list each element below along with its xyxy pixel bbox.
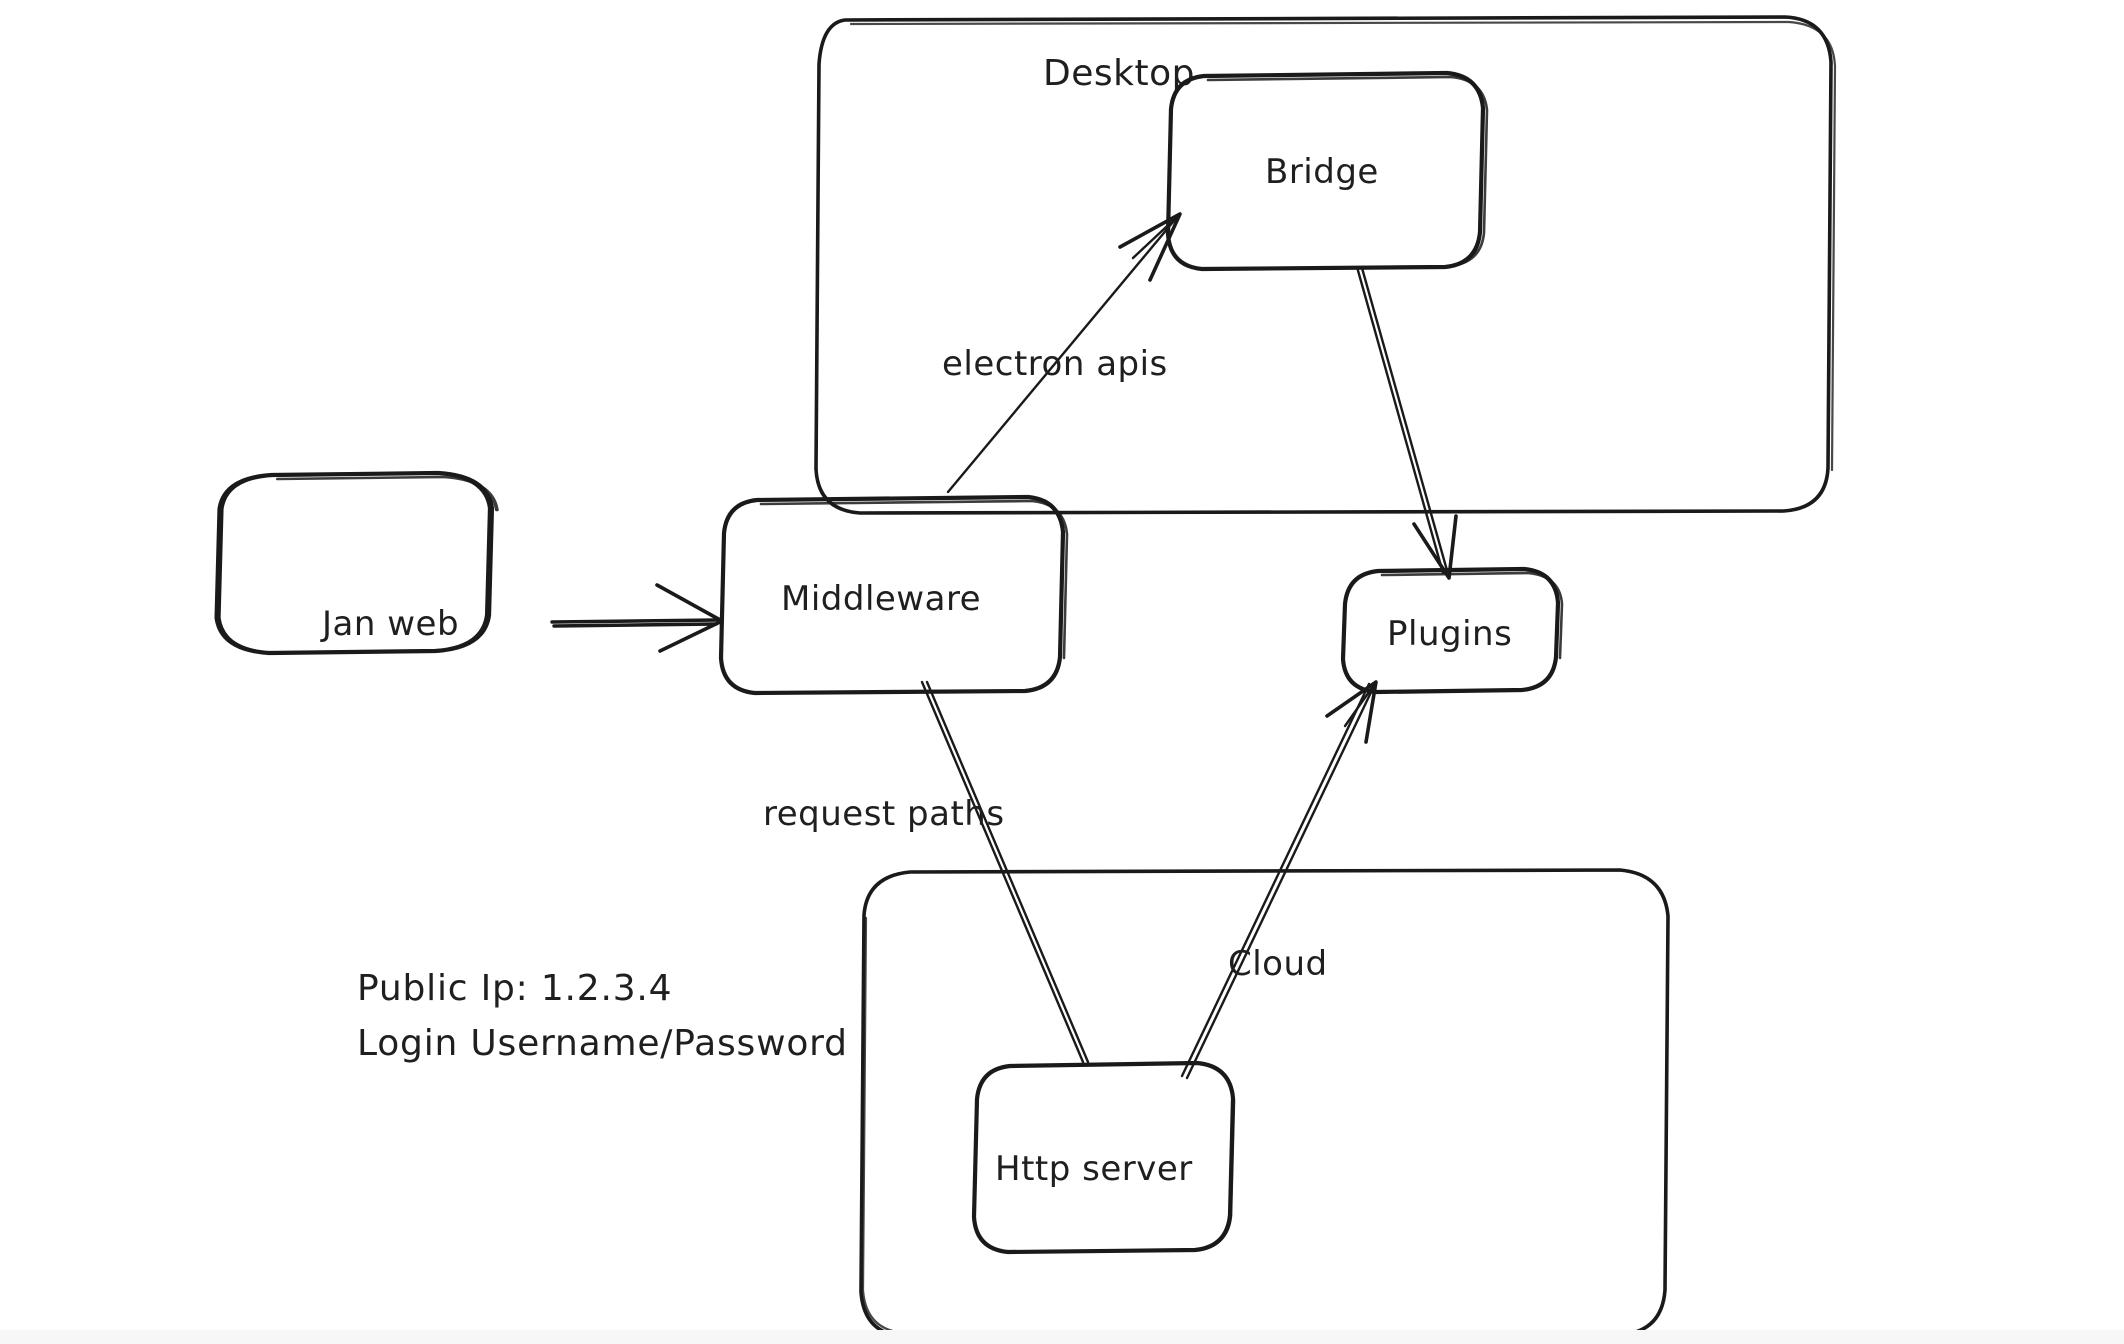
bridge-box-outline (1165, 70, 1486, 272)
edge-label-cloud: Cloud (1228, 944, 1328, 984)
http-server-box-outline-double (1196, 1098, 1236, 1251)
arrowhead-plugins-top (1412, 514, 1458, 580)
edge-label-electron-apis: electron apis (942, 344, 1168, 384)
group-desktop[interactable]: Desktop (814, 15, 1837, 515)
jan-web-box-outline (214, 470, 495, 656)
note-line-public-ip: Public Ip: 1.2.3.4 (357, 968, 672, 1009)
edge-middleware-to-http[interactable]: request paths (763, 680, 1090, 1064)
middleware-box-outline-double (759, 499, 1069, 660)
middleware-label: Middleware (781, 579, 981, 619)
desktop-container-outline-double (849, 20, 1837, 472)
edge-bridge-to-plugins[interactable] (1355, 265, 1458, 580)
edge-line-middleware-http-double (920, 680, 1085, 1064)
node-middleware[interactable]: Middleware (718, 494, 1069, 696)
edge-line-janweb-middleware (550, 618, 720, 624)
cloud-container-outline-double (861, 916, 908, 1335)
node-bridge[interactable]: Bridge (1165, 70, 1489, 272)
edge-janweb-to-middleware[interactable] (550, 583, 724, 653)
edge-line-http-plugins-double (1180, 682, 1371, 1078)
edge-line-bridge-plugins-double (1355, 265, 1445, 575)
edge-line-middleware-bridge (946, 214, 1180, 494)
middleware-box-outline (718, 494, 1066, 696)
edge-label-request-paths: request paths (763, 794, 1005, 834)
connection-note: Public Ip: 1.2.3.4 Login Username/Passwo… (357, 968, 848, 1064)
jan-web-box-outline-double (275, 475, 499, 512)
note-line-login: Login Username/Password (357, 1023, 848, 1064)
jan-web-label: Jan web (320, 604, 459, 644)
edge-line-middleware-http (925, 680, 1090, 1064)
edge-line-http-plugins (1185, 684, 1376, 1080)
node-plugins[interactable]: Plugins (1340, 566, 1564, 695)
arrowhead-bridge-barb (1131, 212, 1182, 260)
plugins-box-outline-double (1380, 571, 1564, 660)
plugins-label: Plugins (1387, 614, 1512, 654)
bridge-box-outline-double (1206, 75, 1489, 268)
edge-line-bridge-plugins (1360, 266, 1450, 576)
arrowhead-middleware-left (655, 583, 724, 653)
http-server-box-outline (971, 1060, 1236, 1255)
group-label-desktop: Desktop (1043, 53, 1195, 94)
plugins-box-outline (1340, 566, 1561, 695)
desktop-container-outline (814, 15, 1833, 515)
edge-middleware-to-bridge[interactable]: electron apis (942, 212, 1182, 494)
edge-line-janweb-middleware-double (552, 622, 718, 628)
edge-http-to-plugins[interactable]: Cloud (1180, 680, 1378, 1080)
bridge-label: Bridge (1265, 152, 1379, 192)
node-jan-web[interactable]: Jan web (214, 470, 499, 656)
cloud-container-outline (859, 868, 1670, 1339)
http-server-label: Http server (995, 1149, 1193, 1189)
node-http-server[interactable]: Http server (971, 1060, 1236, 1255)
group-cloud[interactable] (859, 868, 1670, 1339)
bottom-edge-band (0, 1330, 2124, 1344)
